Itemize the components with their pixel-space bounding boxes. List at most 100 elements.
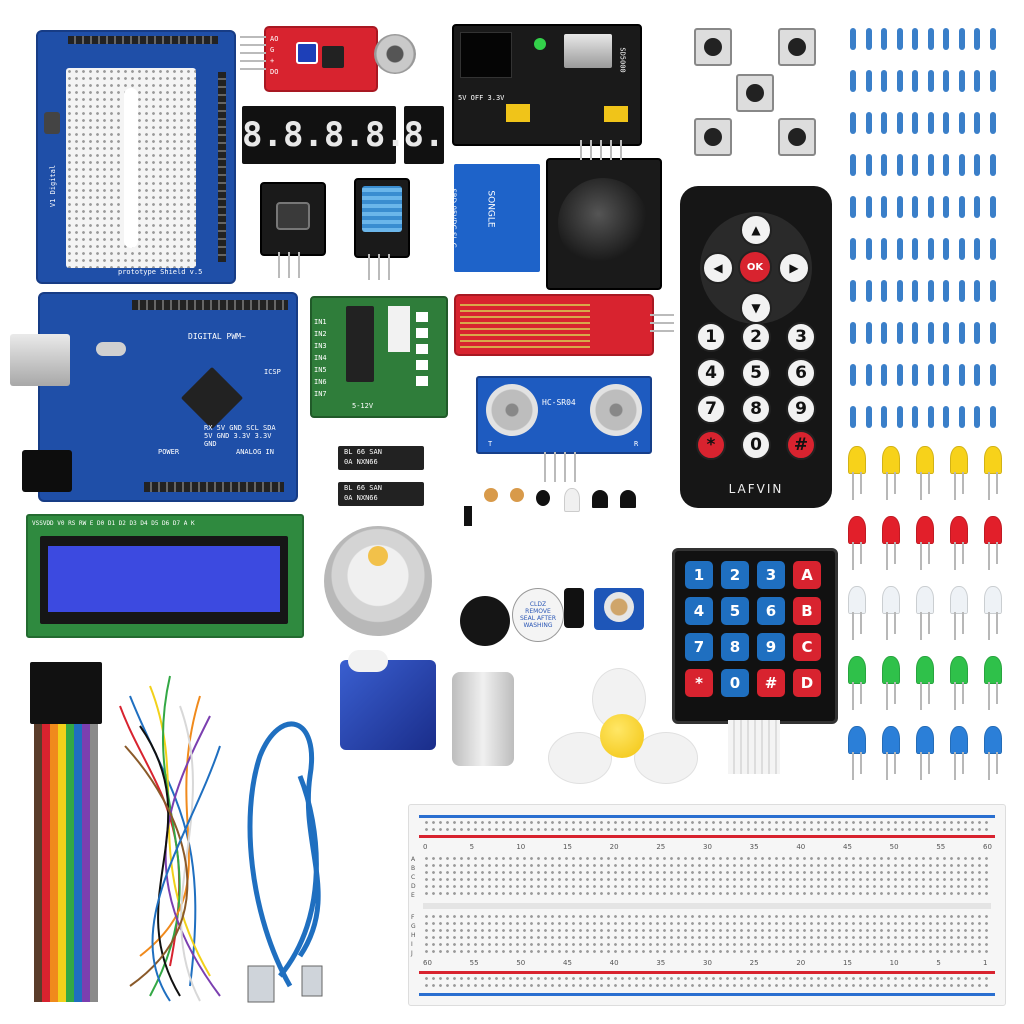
led (848, 656, 866, 684)
keypad-key-a[interactable]: A (793, 561, 821, 589)
lcd-screen (40, 536, 288, 624)
resistor (912, 70, 918, 92)
key-8[interactable]: 8 (741, 394, 771, 424)
led-leg (894, 752, 896, 774)
resistor (989, 322, 996, 344)
shield-label: prototype Shield v.5 (118, 268, 203, 276)
digit: 8. (364, 115, 406, 155)
keypad-key-star[interactable]: * (685, 669, 713, 697)
key-9[interactable]: 9 (786, 394, 816, 424)
key-2[interactable]: 2 (741, 322, 771, 352)
key-star[interactable]: * (696, 430, 726, 460)
led-leg (988, 472, 990, 500)
keypad-key-1[interactable]: 1 (685, 561, 713, 589)
ok-button[interactable]: OK (738, 250, 772, 284)
crystal-icon (96, 342, 126, 356)
key-1[interactable]: 1 (696, 322, 726, 352)
key-3[interactable]: 3 (786, 322, 816, 352)
led-leg (852, 542, 854, 570)
microphone-icon (374, 34, 416, 74)
resistor (958, 364, 965, 386)
led-leg (886, 682, 888, 710)
voltage-jumpers (506, 104, 530, 122)
keypad-ribbon (728, 720, 780, 774)
led-leg (996, 752, 998, 774)
keypad-key-6[interactable]: 6 (757, 597, 785, 625)
key-5[interactable]: 5 (741, 358, 771, 388)
resistor (896, 280, 903, 302)
resistor (943, 70, 949, 92)
key-0[interactable]: 0 (741, 430, 771, 460)
led-leg (962, 612, 964, 634)
resistor (974, 112, 980, 134)
key-6[interactable]: 6 (786, 358, 816, 388)
resistor (974, 28, 980, 50)
resistor (989, 70, 996, 92)
water-sensor-pins (650, 312, 674, 332)
push-button[interactable] (736, 74, 774, 112)
resistor (943, 28, 949, 50)
led (916, 516, 934, 544)
resistor (989, 364, 996, 386)
arrow-up-button[interactable]: ▲ (740, 214, 772, 246)
push-button[interactable] (694, 118, 732, 156)
breadboard-column-number: 30 (703, 959, 712, 967)
led-leg (954, 612, 956, 640)
photoresistor-icon (510, 488, 524, 502)
resistor (989, 112, 996, 134)
breadboard-column-number: 0 (423, 843, 428, 851)
arrow-right-button[interactable]: ▶ (778, 252, 810, 284)
keypad-key-0[interactable]: 0 (721, 669, 749, 697)
power-switch-icon[interactable] (604, 106, 628, 122)
reset-button[interactable] (44, 112, 60, 134)
keypad-key-5[interactable]: 5 (721, 597, 749, 625)
push-button[interactable] (694, 28, 732, 66)
led (848, 726, 866, 754)
keypad-key-3[interactable]: 3 (757, 561, 785, 589)
resistor (865, 112, 872, 134)
resistor (927, 280, 934, 302)
led (950, 726, 968, 754)
keypad-key-d[interactable]: D (793, 669, 821, 697)
led (984, 516, 1002, 544)
shield-header-right (218, 72, 226, 262)
push-button[interactable] (778, 118, 816, 156)
keypad-key-b[interactable]: B (793, 597, 821, 625)
breadboard-power-module: 5V OFF 3.3V SD5000 (452, 24, 642, 146)
breadboard-column-number: 40 (796, 843, 806, 851)
keypad-key-4[interactable]: 4 (685, 597, 713, 625)
key-4[interactable]: 4 (696, 358, 726, 388)
resistor (989, 154, 996, 176)
keypad-key-9[interactable]: 9 (757, 633, 785, 661)
led (984, 586, 1002, 614)
resistor (958, 70, 965, 92)
led-leg (996, 682, 998, 704)
arrow-down-button[interactable]: ▼ (740, 292, 772, 324)
led (848, 586, 866, 614)
keypad-key-hash[interactable]: # (757, 669, 785, 697)
ultrasonic-pins (544, 452, 580, 482)
push-button[interactable] (778, 28, 816, 66)
led-leg (860, 612, 862, 634)
resistor (850, 406, 856, 428)
prototype-shield: prototype Shield v.5 V1 Digital (36, 30, 236, 284)
led-leg (954, 472, 956, 500)
joystick-knob-icon[interactable] (558, 178, 648, 268)
keypad-key-7[interactable]: 7 (685, 633, 713, 661)
keypad-key-c[interactable]: C (793, 633, 821, 661)
arrow-left-button[interactable]: ◀ (702, 252, 734, 284)
key-7[interactable]: 7 (696, 394, 726, 424)
resistor (974, 238, 980, 260)
resistor (974, 154, 980, 176)
keypad-key-2[interactable]: 2 (721, 561, 749, 589)
resistor (865, 238, 872, 260)
fan-blade-icon (548, 668, 698, 798)
breadboard-column-number: 60 (983, 843, 992, 851)
resistor (943, 280, 949, 302)
led (848, 446, 866, 474)
buzzer-icon (460, 596, 510, 646)
key-hash[interactable]: # (786, 430, 816, 460)
keypad-key-8[interactable]: 8 (721, 633, 749, 661)
